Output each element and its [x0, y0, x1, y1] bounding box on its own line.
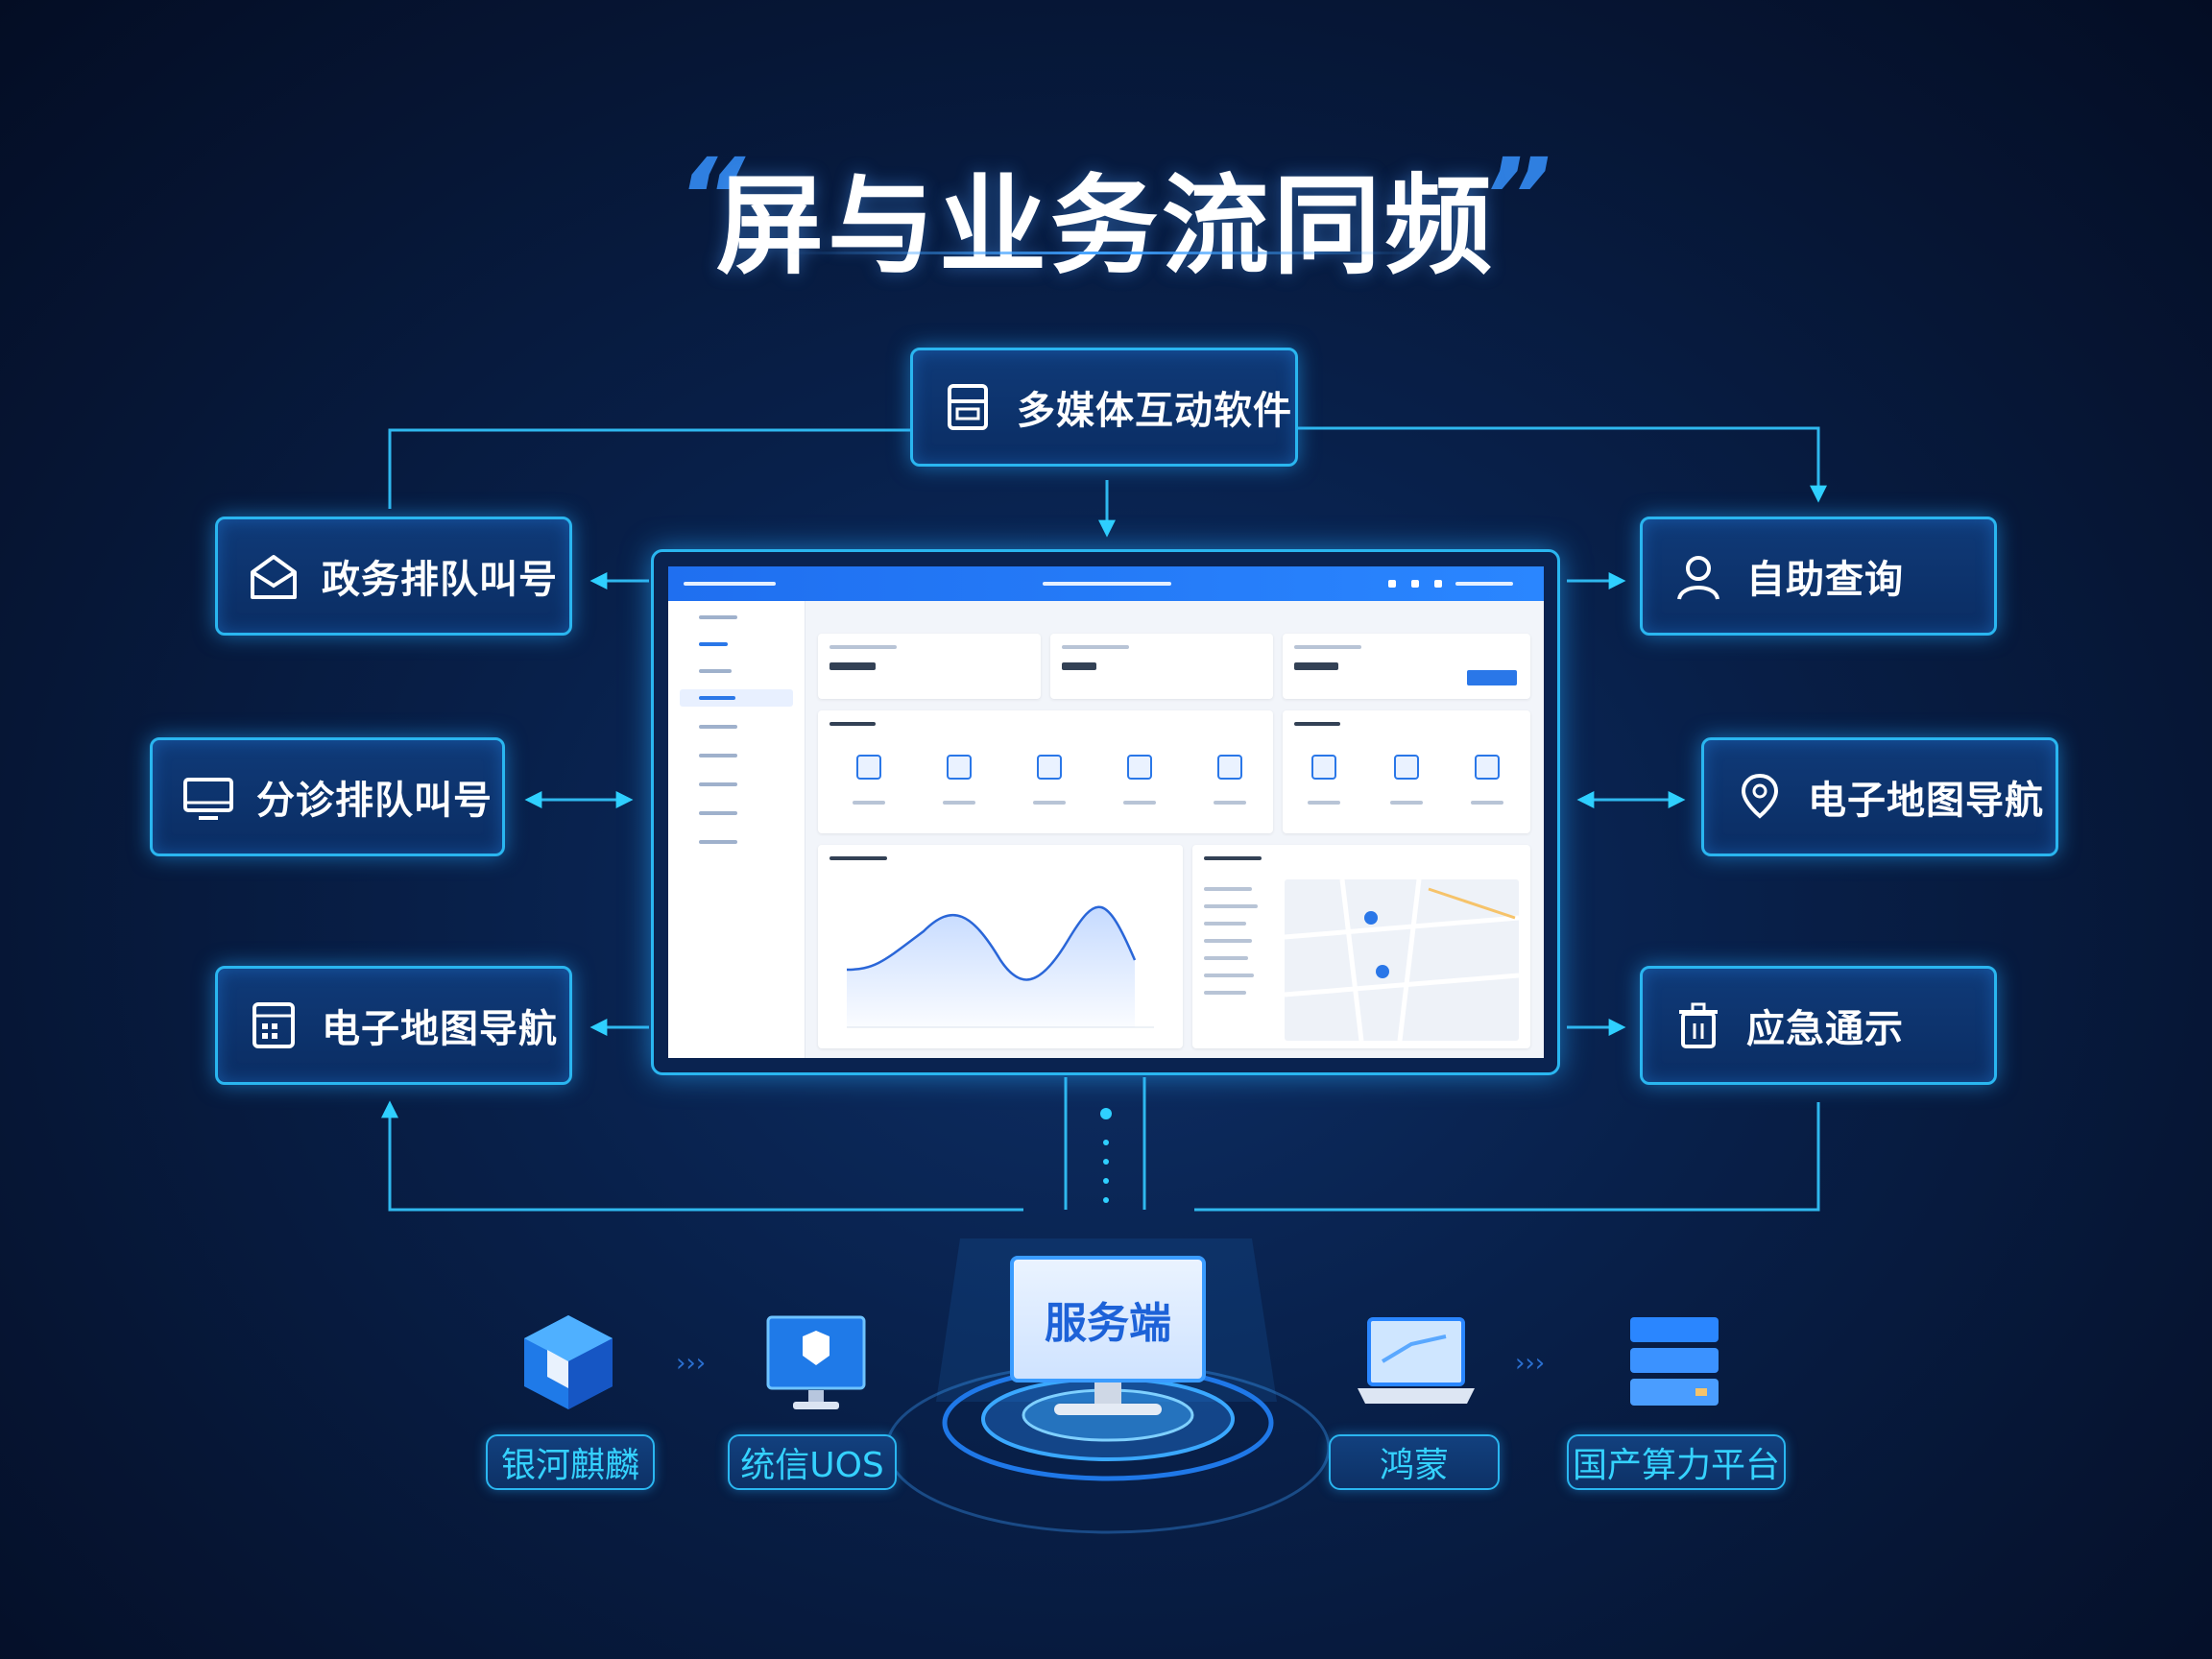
server-base — [1054, 1404, 1162, 1415]
module-gov-queue[interactable]: 政务排队叫号 — [215, 517, 572, 636]
svg-text:›››: ››› — [676, 1349, 706, 1378]
terminal-icon — [948, 384, 988, 430]
module-map-navigation-right[interactable]: 电子地图导航 — [1701, 737, 2058, 856]
server-rack-icon — [1630, 1317, 1719, 1406]
map-pin-icon — [1741, 773, 1779, 819]
module-emergency-notice[interactable]: 应急通示 — [1640, 966, 1997, 1085]
laptop-icon — [1358, 1317, 1475, 1404]
module-label: 自助查询 — [1746, 558, 1904, 602]
uos-monitor-icon — [766, 1315, 866, 1409]
module-label: 电子地图导航 — [1808, 779, 2044, 823]
server-display: 服务端 — [1010, 1256, 1206, 1382]
user-icon — [1677, 556, 1719, 600]
module-self-query[interactable]: 自助查询 — [1640, 517, 1997, 636]
server-stand — [1094, 1382, 1121, 1406]
envelope-icon — [251, 555, 297, 599]
module-label: 应急通示 — [1746, 1007, 1904, 1051]
platform-domestic-compute[interactable]: 国产算力平台 — [1567, 1434, 1786, 1490]
title-quote-left: “ — [677, 135, 745, 258]
page-title: 屏与业务流同频 — [716, 164, 1496, 289]
title-quote-right: ” — [1483, 135, 1551, 258]
module-label: 分诊排队叫号 — [256, 779, 493, 823]
monitor-icon — [183, 778, 233, 820]
module-label: 电子地图导航 — [322, 1007, 558, 1051]
kylin-cube-icon — [524, 1315, 613, 1409]
dashboard-sidebar — [668, 601, 805, 1058]
calculator-icon — [252, 1002, 295, 1048]
module-label: 政务排队叫号 — [322, 558, 558, 602]
dashboard-mockup — [668, 566, 1544, 1058]
trash-icon — [1679, 1002, 1718, 1048]
dashboard-header — [668, 566, 1544, 601]
svg-text:›››: ››› — [1515, 1349, 1545, 1378]
module-map-navigation-left[interactable]: 电子地图导航 — [215, 966, 572, 1085]
module-triage-queue[interactable]: 分诊排队叫号 — [150, 737, 505, 856]
platform-uos[interactable]: 统信UOS — [728, 1434, 897, 1490]
module-label: 多媒体互动软件 — [1017, 389, 1292, 433]
title-underline — [787, 252, 1425, 254]
platform-harmony[interactable]: 鸿蒙 — [1329, 1434, 1500, 1490]
platform-kylin[interactable]: 银河麒麟 — [486, 1434, 655, 1490]
module-multimedia-software[interactable]: 多媒体互动软件 — [910, 348, 1298, 467]
